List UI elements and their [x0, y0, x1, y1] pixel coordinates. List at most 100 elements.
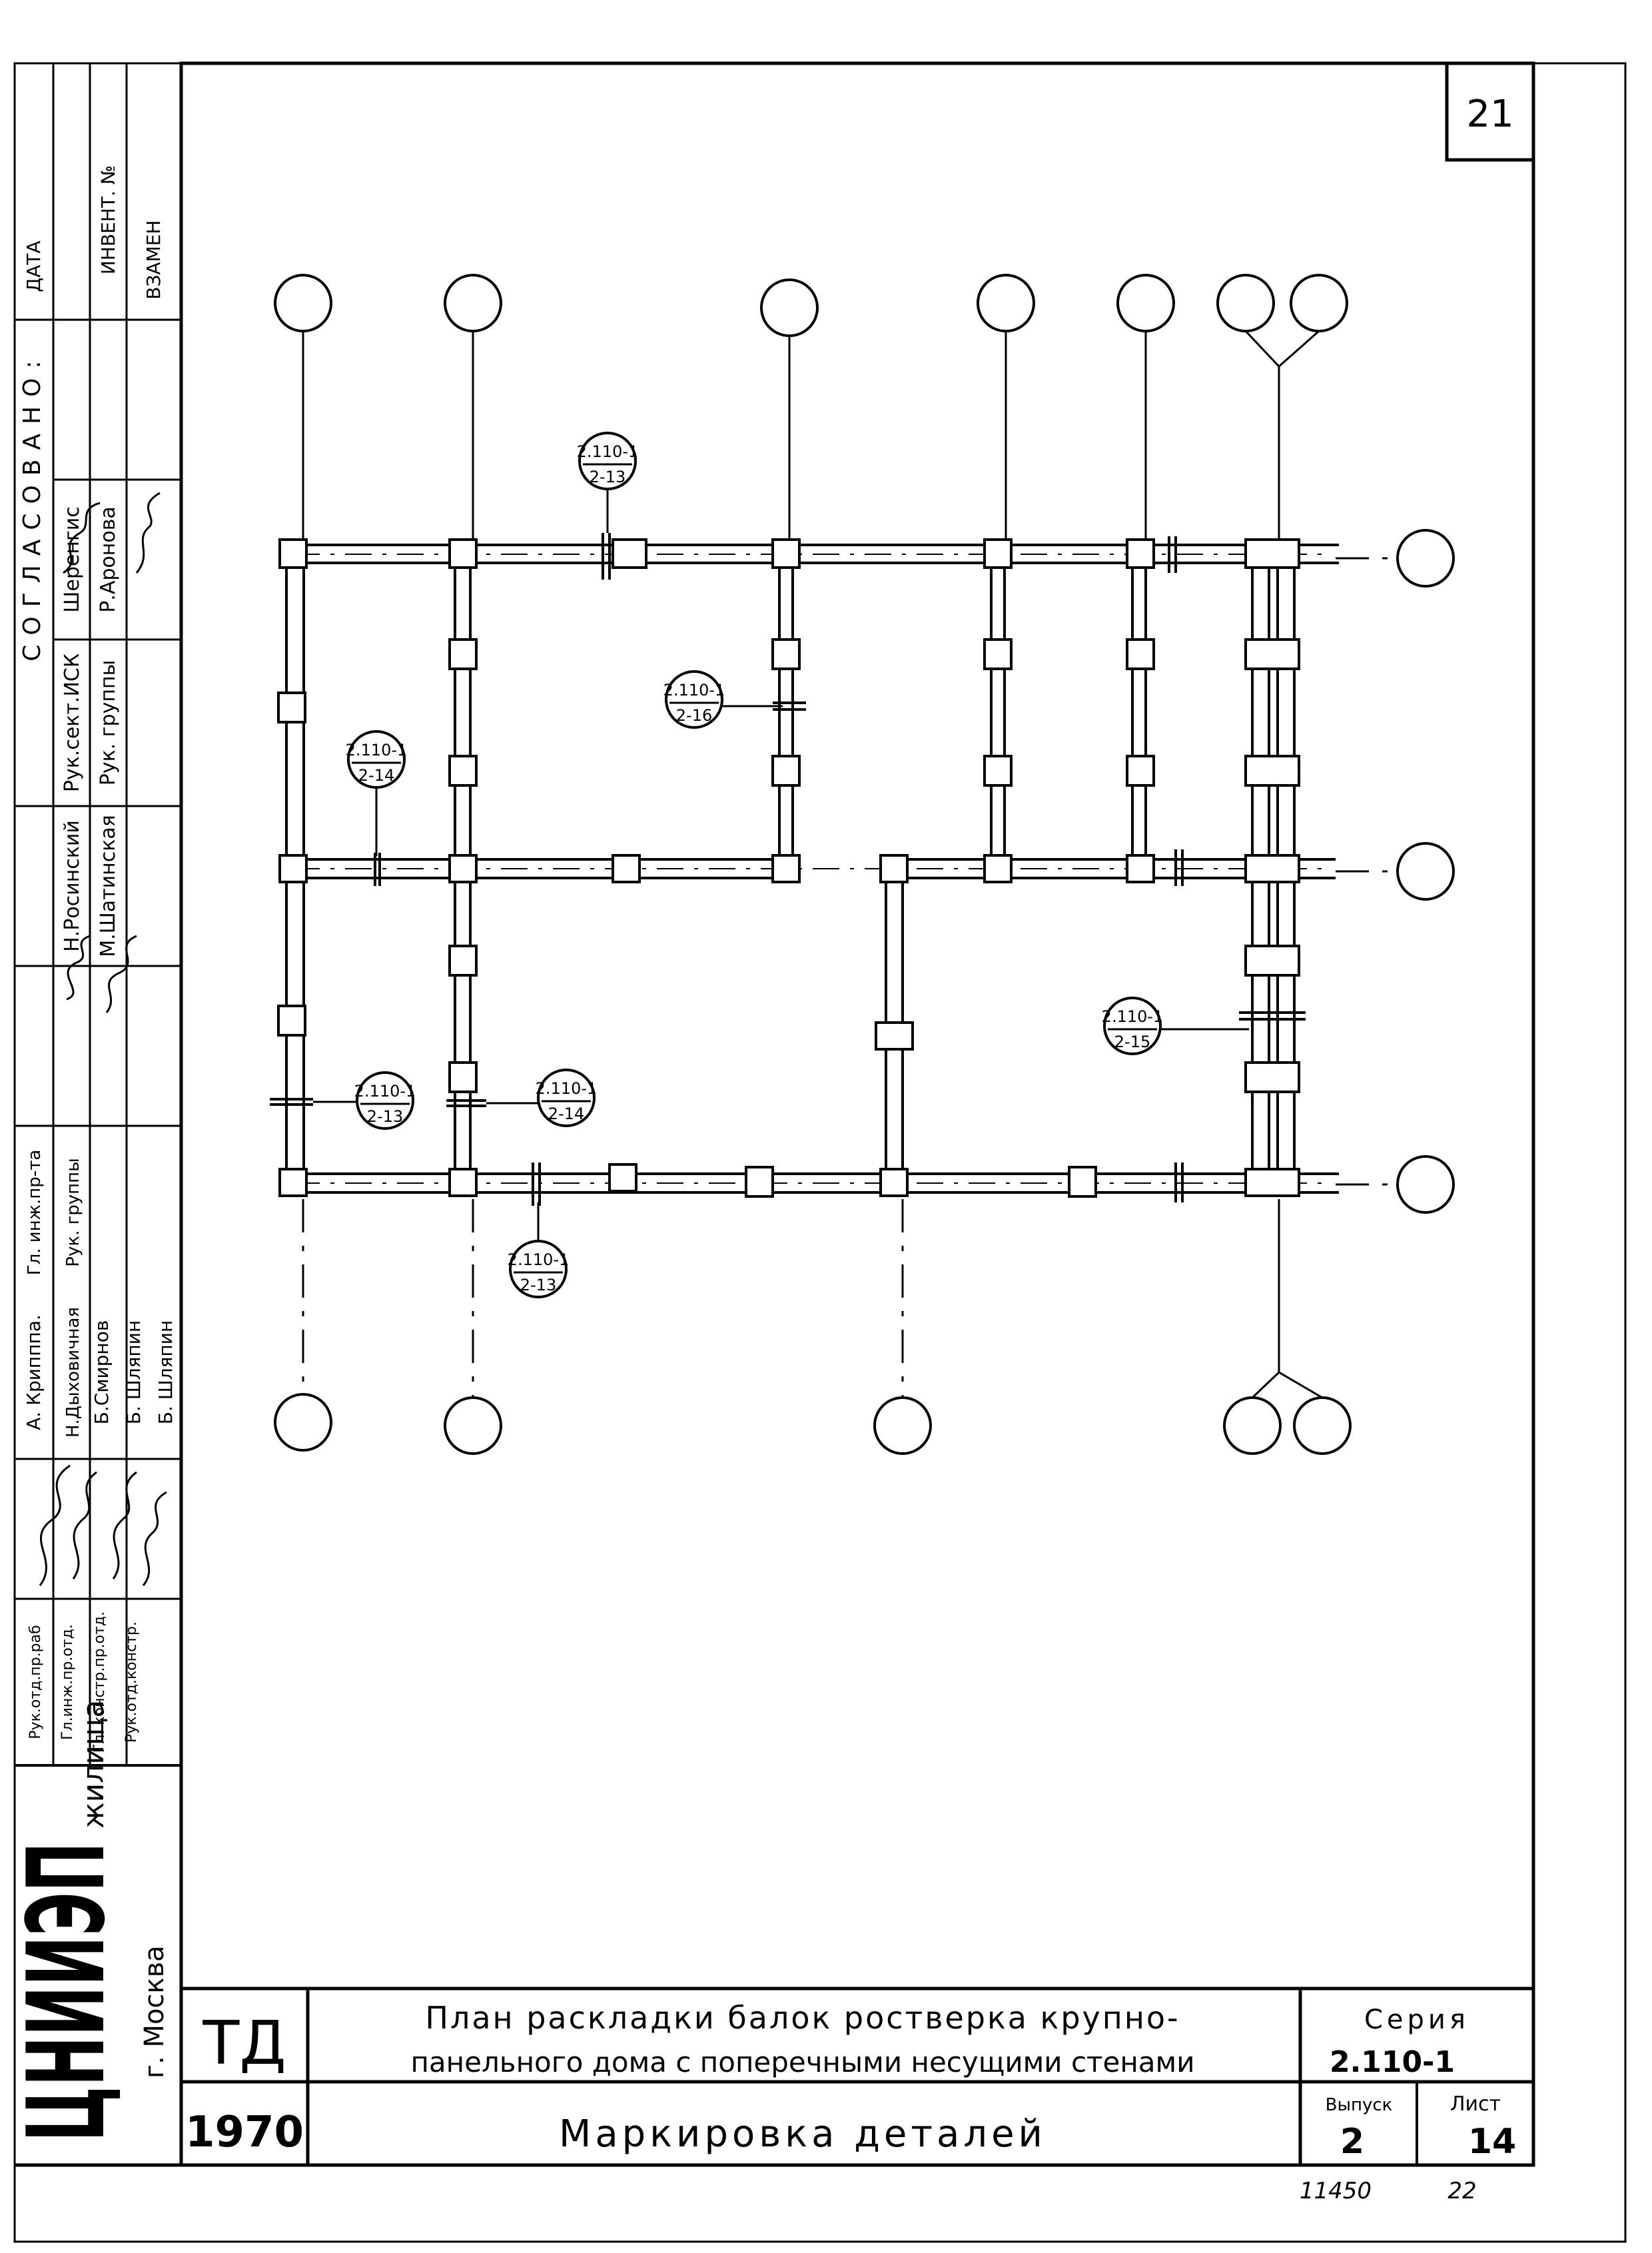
joint-pad — [1126, 538, 1155, 569]
role-label: Гл.инж.пр.отд. — [59, 1624, 76, 1740]
joint-pad — [1244, 638, 1300, 670]
year: 1970 — [185, 2108, 304, 2157]
callout-bottom: 2-14 — [358, 766, 394, 785]
callout-bottom: 2-13 — [520, 1276, 556, 1294]
person-name: Шеренгис — [61, 506, 84, 612]
axis-circle — [444, 1396, 502, 1455]
callout-bottom: 2-13 — [590, 468, 625, 486]
agreed-header: СОГЛАСОВАНО: — [19, 351, 46, 661]
org-logo: ЦНИИЭП — [4, 1842, 129, 2142]
org-city: г. Москва — [139, 1945, 170, 2078]
axis-circle — [1290, 274, 1348, 332]
axis-lines — [302, 330, 1398, 1399]
axis-circle — [274, 274, 332, 332]
joint-pad — [448, 755, 478, 787]
axis-circle — [1396, 529, 1455, 588]
callout-top: 2.110-1 — [663, 681, 725, 699]
joint-pad — [1126, 755, 1155, 787]
joint-pad — [771, 755, 801, 787]
signature — [112, 1471, 137, 1579]
joint-pad — [879, 1168, 909, 1197]
joint-pad — [1244, 538, 1300, 569]
series-label: Серия — [1364, 2005, 1469, 2035]
callout-top: 2.110-1 — [346, 741, 408, 759]
callout-top: 2.110-1 — [577, 442, 639, 461]
floor-plan: 2.110-1 2-13 2.110-1 2-16 2.110-1 2-14 2… — [270, 274, 1455, 1455]
axis-circle — [444, 274, 502, 332]
joint-pad — [983, 854, 1013, 883]
joint-pad — [1068, 1166, 1097, 1198]
org-subtitle: жилища — [77, 1700, 111, 1829]
signature — [105, 935, 137, 1013]
callout: 2.110-1 2-14 — [486, 1069, 598, 1127]
role-label: Рук.отд.констр. — [123, 1621, 140, 1743]
inventory-header: ИНВЕНТ. № — [97, 165, 119, 274]
role-label: Рук. группы — [63, 1158, 83, 1266]
joint-pad — [612, 538, 647, 569]
callout-top: 2.110-1 — [354, 1082, 416, 1101]
joint-pad — [983, 638, 1013, 670]
person-name: Б.Смирнов — [91, 1320, 113, 1425]
joint-pad — [612, 854, 641, 883]
joint-pad — [278, 538, 308, 569]
horizontal-beams — [280, 544, 1339, 1194]
joint-pad — [771, 854, 801, 883]
joint-pad — [448, 638, 478, 670]
beam-ticks — [270, 533, 1306, 1206]
issue-label: Выпуск — [1326, 2095, 1393, 2115]
doc-type: ТД — [202, 2009, 286, 2078]
joint-pad — [1244, 1061, 1300, 1093]
callout-bottom: 2-15 — [1114, 1033, 1150, 1051]
joint-pad — [1244, 1168, 1300, 1197]
joint-pad — [771, 638, 801, 670]
callout-top: 2.110-1 — [536, 1079, 598, 1098]
sheet-value: 14 — [1468, 2122, 1516, 2162]
joint-pad — [875, 1021, 914, 1051]
joint-pad — [448, 1168, 478, 1197]
axis-circle — [274, 1393, 332, 1452]
joint-pad — [1244, 854, 1300, 883]
callout-top: 2.110-1 — [1102, 1007, 1164, 1026]
callout-top: 2.110-1 — [508, 1250, 570, 1269]
callout: 2.110-1 2-13 — [577, 432, 639, 533]
series-value: 2.110-1 — [1330, 2045, 1455, 2079]
joint-pad — [879, 854, 909, 883]
axis-circle — [1293, 1396, 1352, 1455]
callout: 2.110-1 2-16 — [663, 670, 783, 729]
beam-joints — [277, 538, 1300, 1198]
role-label: Рук.сект.ИСК — [61, 654, 84, 792]
issue-value: 2 — [1340, 2122, 1364, 2162]
title-block: ТД 1970 План раскладки балок ростверка к… — [179, 1987, 1535, 2167]
callout: 2.110-1 2-13 — [313, 1071, 416, 1130]
joint-pad — [278, 1168, 308, 1197]
signature — [135, 492, 161, 574]
joint-pad — [277, 1005, 306, 1037]
axis-circle — [1396, 842, 1455, 901]
person-name: Н.Дыховичная — [63, 1307, 83, 1438]
callout-bottom: 2-14 — [548, 1105, 584, 1123]
role-label: Гл. инж.пр-та — [25, 1150, 45, 1276]
date-header: ДАТА — [23, 240, 45, 292]
joint-pad — [771, 538, 801, 569]
role-label: Рук. группы — [97, 660, 120, 786]
approval-block: СОГЛАСОВАНО: ДАТА ИНВЕНТ. № ВЗАМЕН Н.Рос… — [15, 63, 181, 1767]
signature — [72, 1471, 97, 1579]
person-name: Б. Шляпин — [123, 1320, 145, 1425]
joint-pad — [983, 538, 1013, 569]
callout: 2.110-1 2-14 — [346, 730, 408, 856]
role-label: Н.Росинский — [61, 820, 84, 952]
signature — [39, 1464, 71, 1586]
joint-pad — [278, 854, 308, 883]
sheet-corner-box: 21 — [1445, 61, 1535, 162]
person-name: Р.Аронова — [97, 506, 120, 613]
signature — [142, 1491, 167, 1586]
axis-circle — [1223, 1396, 1282, 1455]
callout-bottom: 2-13 — [367, 1107, 403, 1126]
axis-circle — [760, 278, 819, 337]
title-line-2: панельного дома с поперечными несущими с… — [410, 2046, 1194, 2078]
callout-bottom: 2-16 — [676, 706, 712, 725]
axis-circle — [873, 1396, 932, 1455]
role-label: М.Шатинская — [97, 815, 120, 957]
joint-pad — [448, 854, 478, 883]
